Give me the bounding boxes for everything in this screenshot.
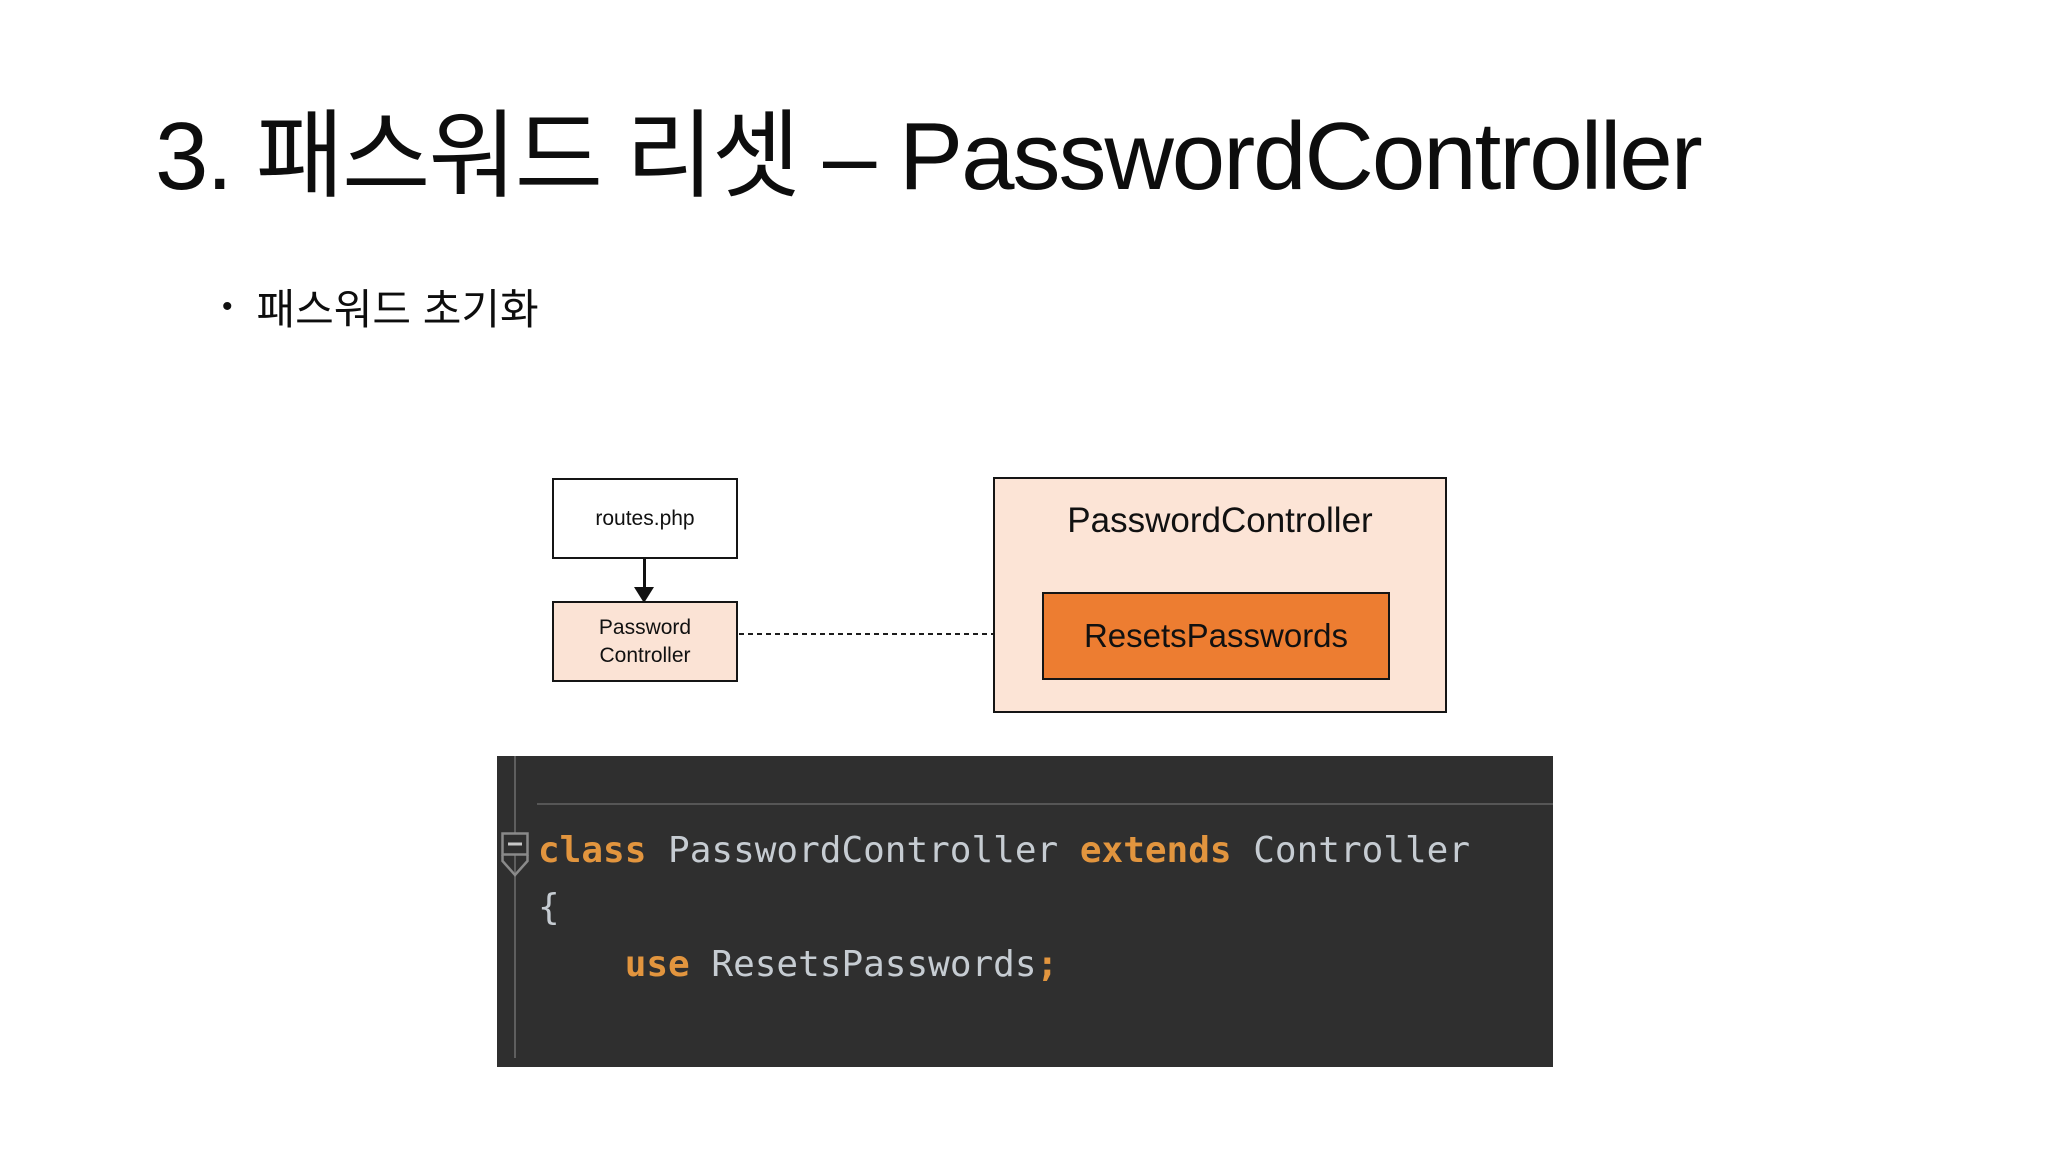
code-gutter-line bbox=[514, 756, 516, 1058]
flow-arrow bbox=[643, 559, 646, 589]
resets-passwords-label: ResetsPasswords bbox=[1083, 617, 1349, 654]
code-line: class PasswordController extends Control… bbox=[538, 830, 1470, 871]
bullet-item: • 패스워드 초기화 bbox=[222, 276, 539, 337]
resets-passwords-trait-box: ResetsPasswords bbox=[1042, 592, 1390, 680]
password-controller-class-title: PasswordController bbox=[1067, 501, 1373, 540]
slide-title: 3. 패스워드 리셋 – PasswordController bbox=[155, 103, 1703, 210]
routes-php-label: routes.php bbox=[595, 506, 695, 530]
routes-php-box: routes.php bbox=[552, 478, 738, 559]
fold-collapse-icon bbox=[501, 832, 529, 877]
code-separator-line bbox=[537, 803, 1553, 805]
code-editor-screenshot: class PasswordController extends Control… bbox=[497, 756, 1553, 1067]
code-line: use ResetsPasswords; bbox=[624, 944, 1059, 985]
bullet-text: 패스워드 초기화 bbox=[256, 286, 539, 333]
flow-arrow-head-icon bbox=[634, 587, 654, 603]
bullet-marker: • bbox=[222, 289, 233, 323]
code-line: { bbox=[538, 887, 560, 928]
dashed-connector bbox=[739, 633, 993, 635]
code-lines: class PasswordController extends Control… bbox=[538, 822, 1470, 993]
